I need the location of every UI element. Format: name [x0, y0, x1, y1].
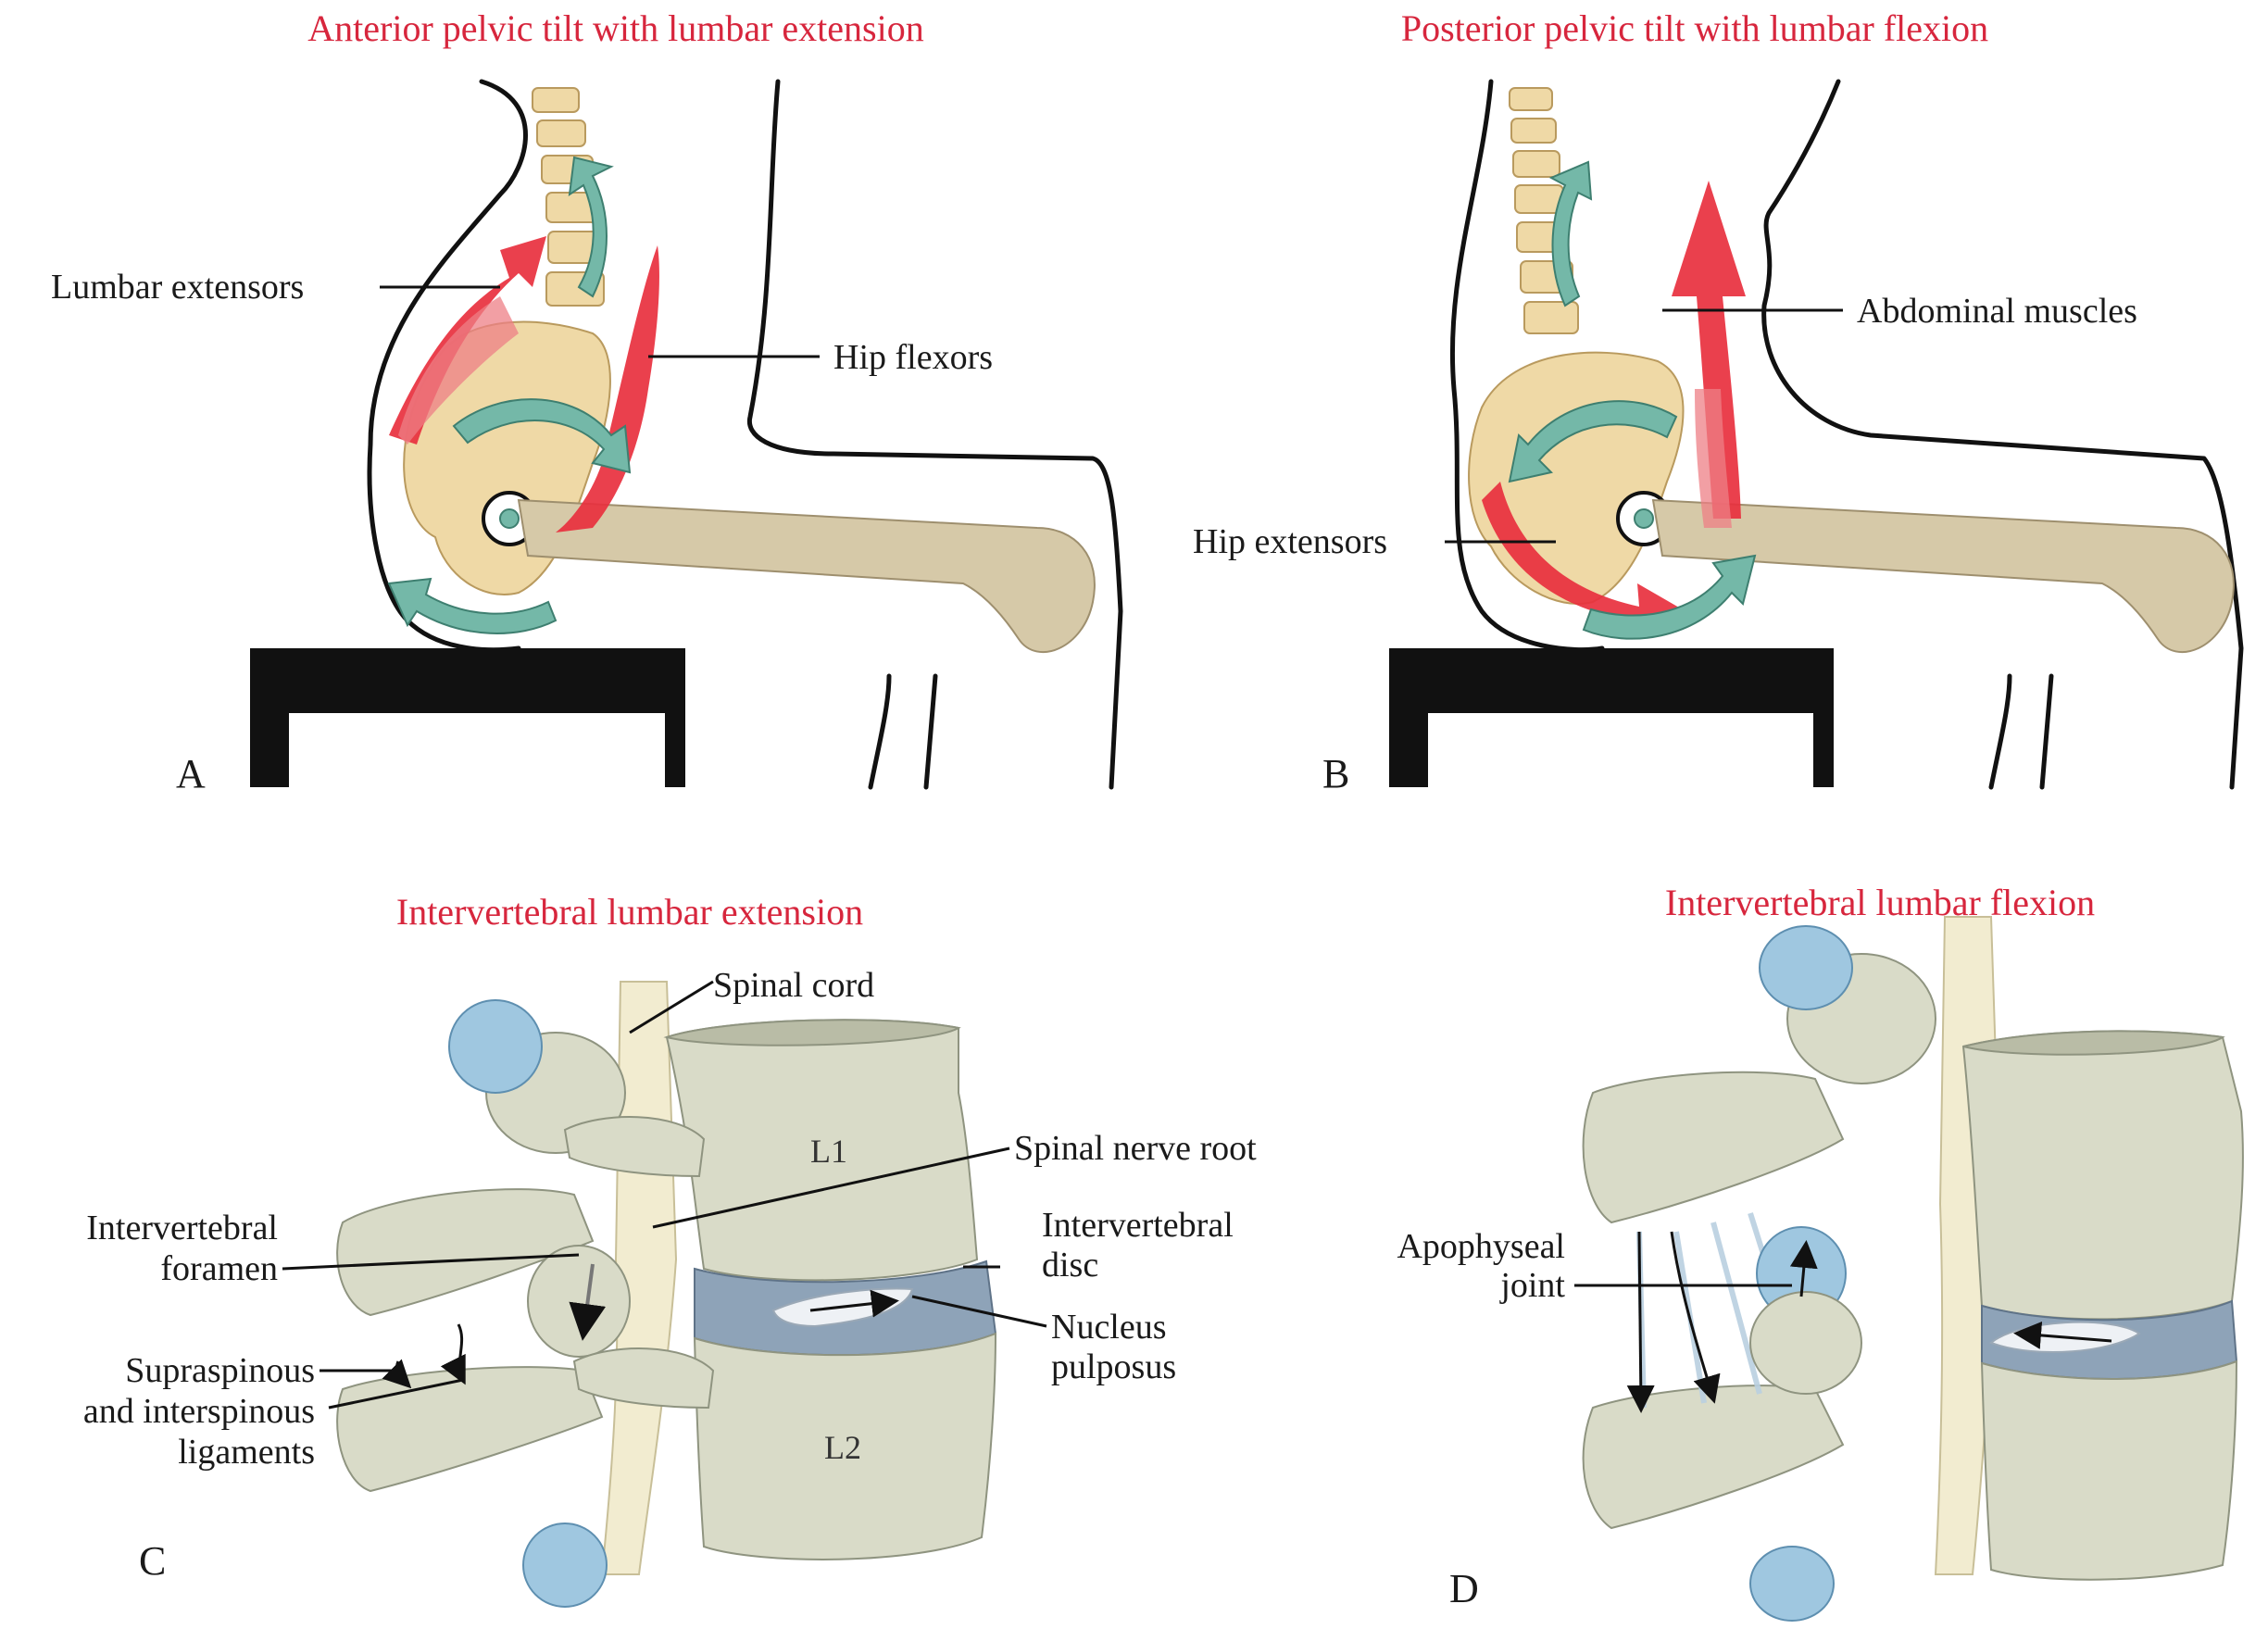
panel-d-mid-articular-process [1750, 1292, 1861, 1394]
panel-d-l2-spinous-process [1584, 1385, 1843, 1528]
panel-b-label-abdominal-muscles: Abdominal muscles [1857, 292, 2137, 331]
panel-c-label-nucleus-line1: Nucleus [1051, 1308, 1167, 1347]
panel-b-title: Posterior pelvic tilt with lumbar flexio… [1401, 7, 1988, 49]
panel-b-leg-outline [1991, 676, 2051, 787]
panel-c-label-nucleus-line2: pulposus [1051, 1347, 1176, 1386]
panel-a-title: Anterior pelvic tilt with lumbar extensi… [307, 7, 923, 49]
panel-b-front-outline [1764, 81, 2241, 787]
panel-b-letter: B [1322, 751, 1349, 796]
panel-b-hip-center [1635, 509, 1653, 528]
panel-d-label-apophyseal-line1: Apophyseal [1397, 1227, 1565, 1266]
panel-a-chair [250, 648, 685, 787]
panel-d-upper-facet [1760, 926, 1852, 1009]
panel-b-pelvis [1469, 353, 1683, 604]
panel-c-label-disc-line2: disc [1042, 1246, 1098, 1284]
panel-c-l2-spinous-process [337, 1367, 602, 1491]
panel-c-l1-transverse [565, 1117, 704, 1176]
panel-b-chair [1389, 648, 1834, 787]
panel-c-label-l1: L1 [810, 1133, 847, 1170]
panel-d-l2-body [1982, 1361, 2237, 1580]
panel-c-mid-articular-process [528, 1246, 630, 1357]
panel-b-label-hip-extensors: Hip extensors [1193, 522, 1387, 561]
panel-a-femur [519, 500, 1095, 652]
panel-c-label-foramen-line1: Intervertebral [86, 1209, 278, 1247]
panel-d-l1-spinous-process [1584, 1072, 1843, 1222]
panel-c-label-spinal-nerve-root: Spinal nerve root [1014, 1129, 1257, 1168]
panel-c-label-foramen-line2: foramen [160, 1249, 278, 1288]
panel-d-letter: D [1449, 1566, 1479, 1611]
panel-c-label-ligaments-line3: ligaments [178, 1433, 315, 1472]
panel-c-label-disc-line1: Intervertebral [1042, 1206, 1234, 1245]
panel-d-label-apophyseal-line2: joint [1498, 1266, 1565, 1305]
panel-d-l1-body [1963, 1031, 2243, 1319]
panel-d-lower-facet [1750, 1547, 1834, 1621]
panel-c-label-ligaments-line2: and interspinous [83, 1392, 315, 1431]
panel-a-label-hip-flexors: Hip flexors [833, 338, 993, 377]
panel-a-leg-outline [871, 676, 935, 787]
panel-a-letter: A [176, 751, 206, 796]
panel-c-label-spinal-cord: Spinal cord [713, 966, 874, 1005]
panel-a: Anterior pelvic tilt with lumbar extensi… [51, 7, 1121, 796]
panel-c-title: Intervertebral lumbar extension [396, 891, 863, 933]
panel-b: Posterior pelvic tilt with lumbar flexio… [1193, 7, 2241, 796]
panel-c-lower-facet [523, 1523, 607, 1607]
panel-d: Intervertebral lumbar flexion Apophyseal… [1397, 882, 2242, 1621]
panel-c: Intervertebral lumbar extension [83, 891, 1257, 1607]
panel-a-label-lumbar-extensors: Lumbar extensors [51, 268, 304, 307]
panel-d-ligament-arrow-1 [1639, 1232, 1641, 1408]
panel-c-label-l2: L2 [824, 1429, 861, 1466]
panel-d-title: Intervertebral lumbar flexion [1665, 882, 2095, 923]
panel-c-letter: C [139, 1538, 166, 1584]
panel-c-label-ligaments-line1: Supraspinous [125, 1351, 315, 1390]
panel-b-spine-rotation-arrow [1551, 162, 1591, 306]
panel-c-upper-facet [449, 1000, 542, 1093]
panel-a-hip-center [500, 509, 519, 528]
